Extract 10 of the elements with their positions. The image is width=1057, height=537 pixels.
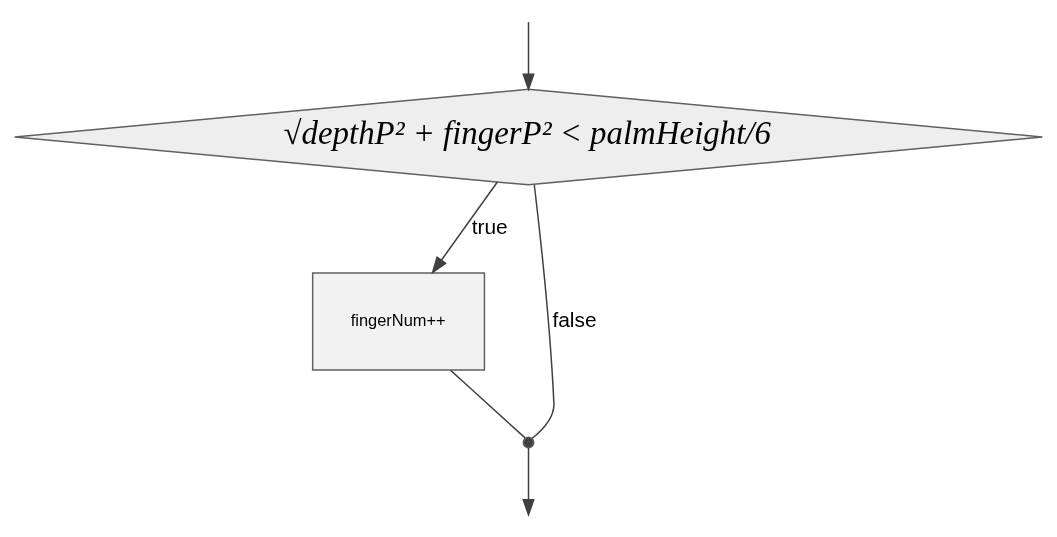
arrow (522, 21, 535, 92)
node-diamond: √depthP² + fingerP² < palmHeight/6 (13, 88, 1044, 186)
node-box: fingerNum++ (311, 272, 486, 371)
connector (531, 184, 555, 440)
arrow (522, 447, 535, 518)
edge-label: false (552, 308, 597, 332)
edge-label: true (471, 215, 508, 239)
arrow (431, 181, 499, 275)
node-circle (522, 436, 535, 449)
connector (449, 369, 526, 439)
